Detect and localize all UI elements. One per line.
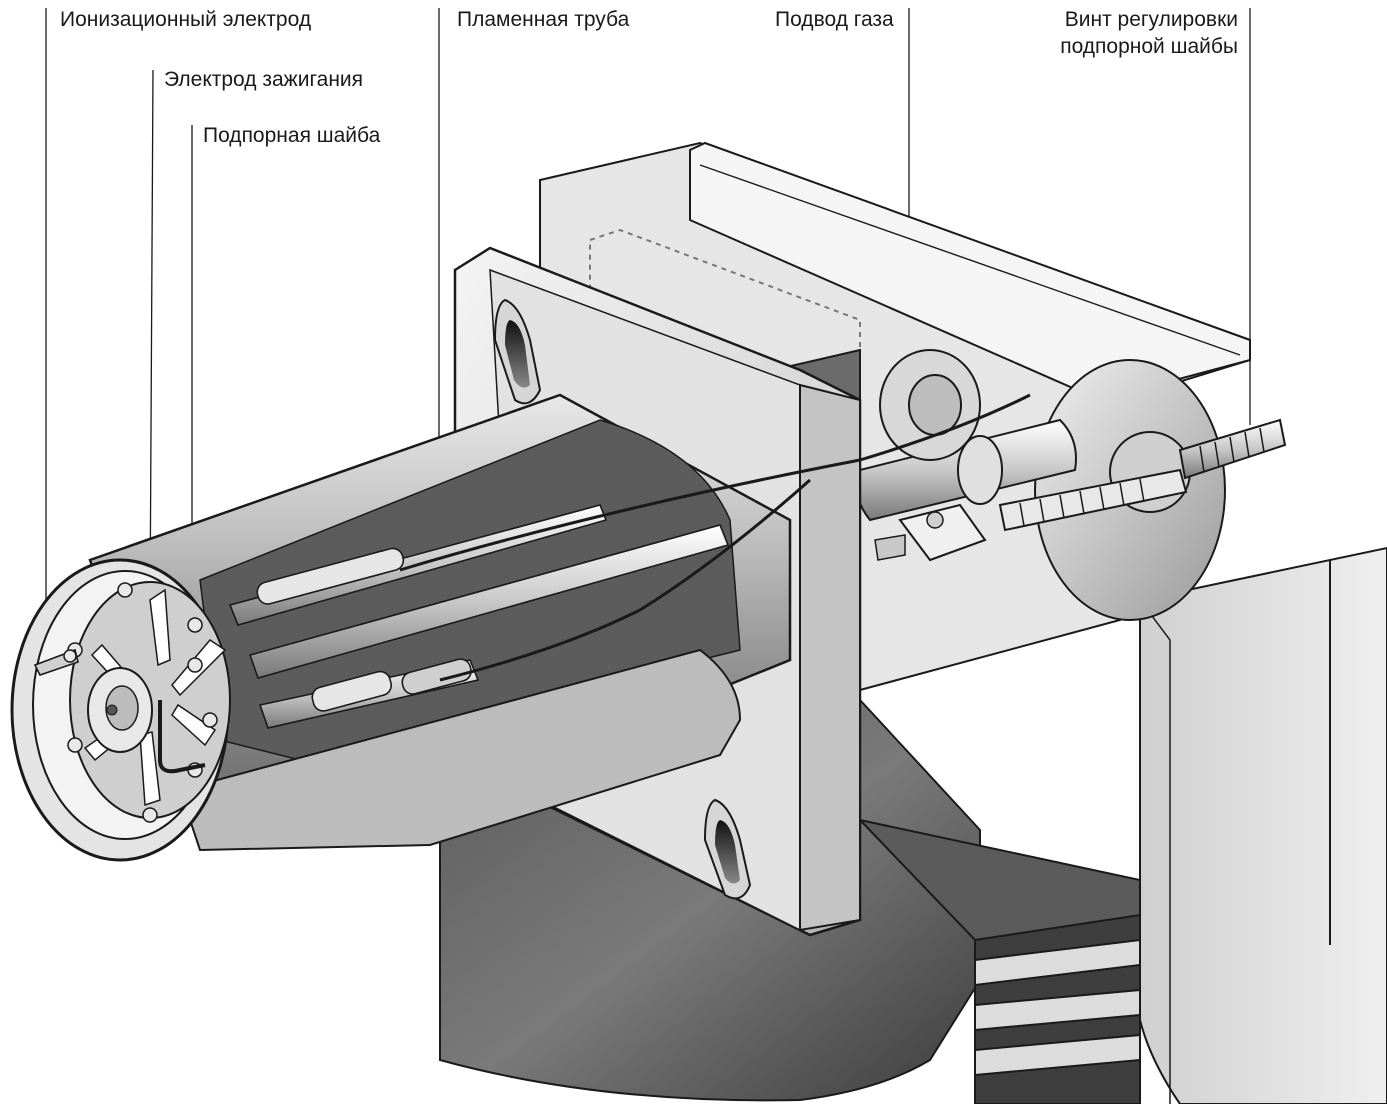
mounting-slot-top [493,298,542,405]
adjustment-screw [998,418,1287,532]
burner-housing-block [1139,546,1387,1104]
flame-tube [88,393,1031,852]
label-ionization-electrode: Ионизационный электрод [60,8,312,31]
label-ignition-electrode: Электрод зажигания [164,68,364,91]
ignition-cables [399,393,1031,682]
cooling-fins [974,938,1141,1077]
label-baffle-plate: Подпорная шайба [203,124,381,147]
center-nozzle [87,667,153,753]
housing-lid [689,141,1251,402]
gas-supply-pipe [855,349,1077,562]
label-flame-tube: Пламенная труба [457,8,630,31]
label-gas-supply: Подвод газа [775,8,894,31]
leader-ignition-electrode [149,69,154,611]
ignition-electrode [158,700,206,774]
mounting-slot-bottom [703,798,752,900]
label-adjust-screw: Винт регулировки подпорной шайбы [1050,6,1238,60]
label-adjust-screw-line1: Винт регулировки [1064,8,1238,31]
burner-head [10,558,231,862]
ionization-electrode [33,648,79,676]
label-adjust-screw-line2: подпорной шайбы [1060,35,1238,58]
